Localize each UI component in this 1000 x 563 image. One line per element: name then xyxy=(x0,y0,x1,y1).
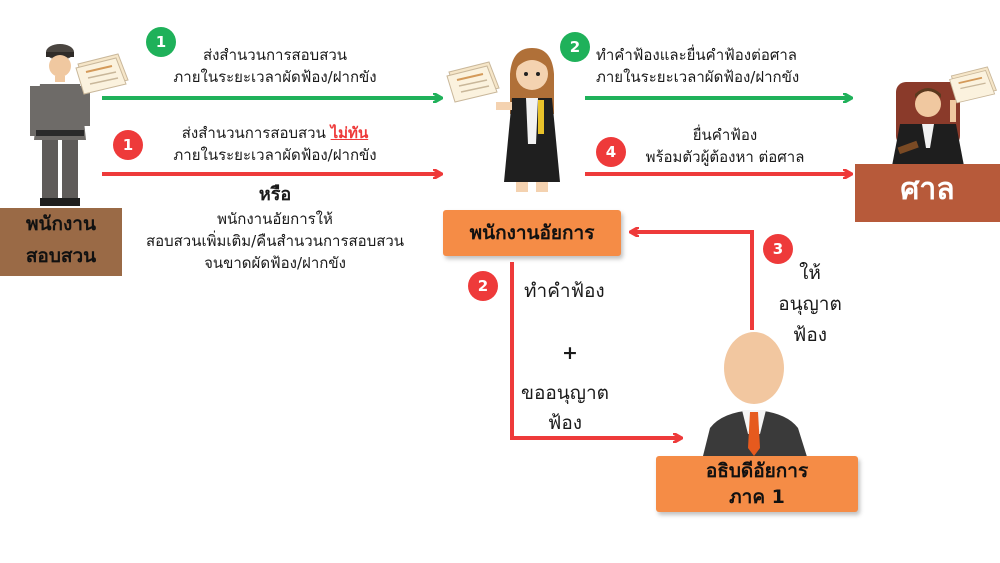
step-1-red-late-emphasis: ไม่ทัน xyxy=(330,124,369,142)
step-1-red-text: ส่งสำนวนการสอบสวน ไม่ทัน ภายในระยะเวลาผั… xyxy=(150,122,400,166)
step-1-red-line1: ส่งสำนวนการสอบสวน ไม่ทัน xyxy=(150,122,400,144)
step-4-red-line2: พร้อมตัวผู้ต้องหา ต่อศาล xyxy=(645,148,805,166)
director-label-line2: ภาค 1 xyxy=(729,486,785,508)
director-box: อธิบดีอัยการ ภาค 1 xyxy=(656,456,858,512)
police-officer-icon xyxy=(30,44,90,206)
step-2-red-text: ขออนุญาต ฟ้อง xyxy=(510,378,620,438)
step-4-red-line1: ยื่นคำฟ้อง xyxy=(692,126,758,144)
step-4-red-text: ยื่นคำฟ้อง พร้อมตัวผู้ต้องหา ต่อศาล xyxy=(620,124,830,168)
step-3-red-line3: ฟ้อง xyxy=(792,324,828,346)
step-1-green-line1: ส่งสำนวนการสอบสวน xyxy=(202,46,348,64)
or-line1: พนักงานอัยการให้ xyxy=(217,210,333,228)
step-2-red-line1: ทำคำฟ้อง xyxy=(524,280,605,302)
prosecutor-box: พนักงานอัยการ xyxy=(443,210,621,256)
document-stack-icon xyxy=(446,61,500,103)
step-2-green-line2: ภายในระยะเวลาผัดฟ้อง/ฝากขัง xyxy=(596,68,800,86)
step-1-red-badge: 1 xyxy=(113,130,143,160)
step-4-red-badge: 4 xyxy=(596,137,626,167)
step-3-red-text: ให้ อนุญาต ฟ้อง xyxy=(760,258,860,351)
step-1-red-line2: ภายในระยะเวลาผัดฟ้อง/ฝากขัง xyxy=(173,146,377,164)
step-2-red-line2: ขออนุญาต xyxy=(521,382,609,404)
director-label-line1: อธิบดีอัยการ xyxy=(705,460,809,482)
investigator-label-line1: พนักงาน xyxy=(26,213,96,235)
director-icon xyxy=(702,332,808,460)
step-3-red-badge: 3 xyxy=(763,234,793,264)
or-line2: สอบสวนเพิ่มเติม/คืนสำนวนการสอบสวน xyxy=(145,232,405,250)
or-line3: จนขาดผัดฟ้อง/ฝากขัง xyxy=(204,254,346,272)
step-1-green-line2: ภายในระยะเวลาผัดฟ้อง/ฝากขัง xyxy=(173,68,377,86)
or-block: หรือ พนักงานอัยการให้ สอบสวนเพิ่มเติม/คื… xyxy=(120,182,430,274)
or-label: หรือ xyxy=(258,184,292,205)
step-2-green-text: ทำคำฟ้องและยื่นคำฟ้องต่อศาล ภายในระยะเวล… xyxy=(596,44,846,88)
investigator-box: พนักงาน สอบสวน xyxy=(0,208,122,276)
document-stack-icon xyxy=(949,66,998,104)
step-2-green-line1: ทำคำฟ้องและยื่นคำฟ้องต่อศาล xyxy=(596,46,797,64)
judge-icon xyxy=(892,82,964,166)
arrow-director-to-prosecutor xyxy=(632,232,754,330)
step-3-red-line2: อนุญาต xyxy=(778,293,842,315)
step-2-red-line3: ฟ้อง xyxy=(547,412,583,434)
prosecutor-icon xyxy=(496,48,560,192)
investigator-label-line2: สอบสวน xyxy=(25,245,97,267)
step-2-red-badge: 2 xyxy=(468,271,498,301)
step-2-red-plus: + xyxy=(562,342,578,364)
court-box: ศาล xyxy=(855,164,1000,222)
arrow-prosecutor-to-director xyxy=(510,262,680,438)
step-3-red-line1: ให้ xyxy=(799,262,821,284)
step-1-green-text: ส่งสำนวนการสอบสวน ภายในระยะเวลาผัดฟ้อง/ฝ… xyxy=(150,44,400,88)
step-1-red-line1-a: ส่งสำนวนการสอบสวน xyxy=(181,124,331,142)
document-stack-icon xyxy=(75,53,129,95)
step-1-green-badge: 1 xyxy=(146,27,176,57)
step-2-green-badge: 2 xyxy=(560,32,590,62)
